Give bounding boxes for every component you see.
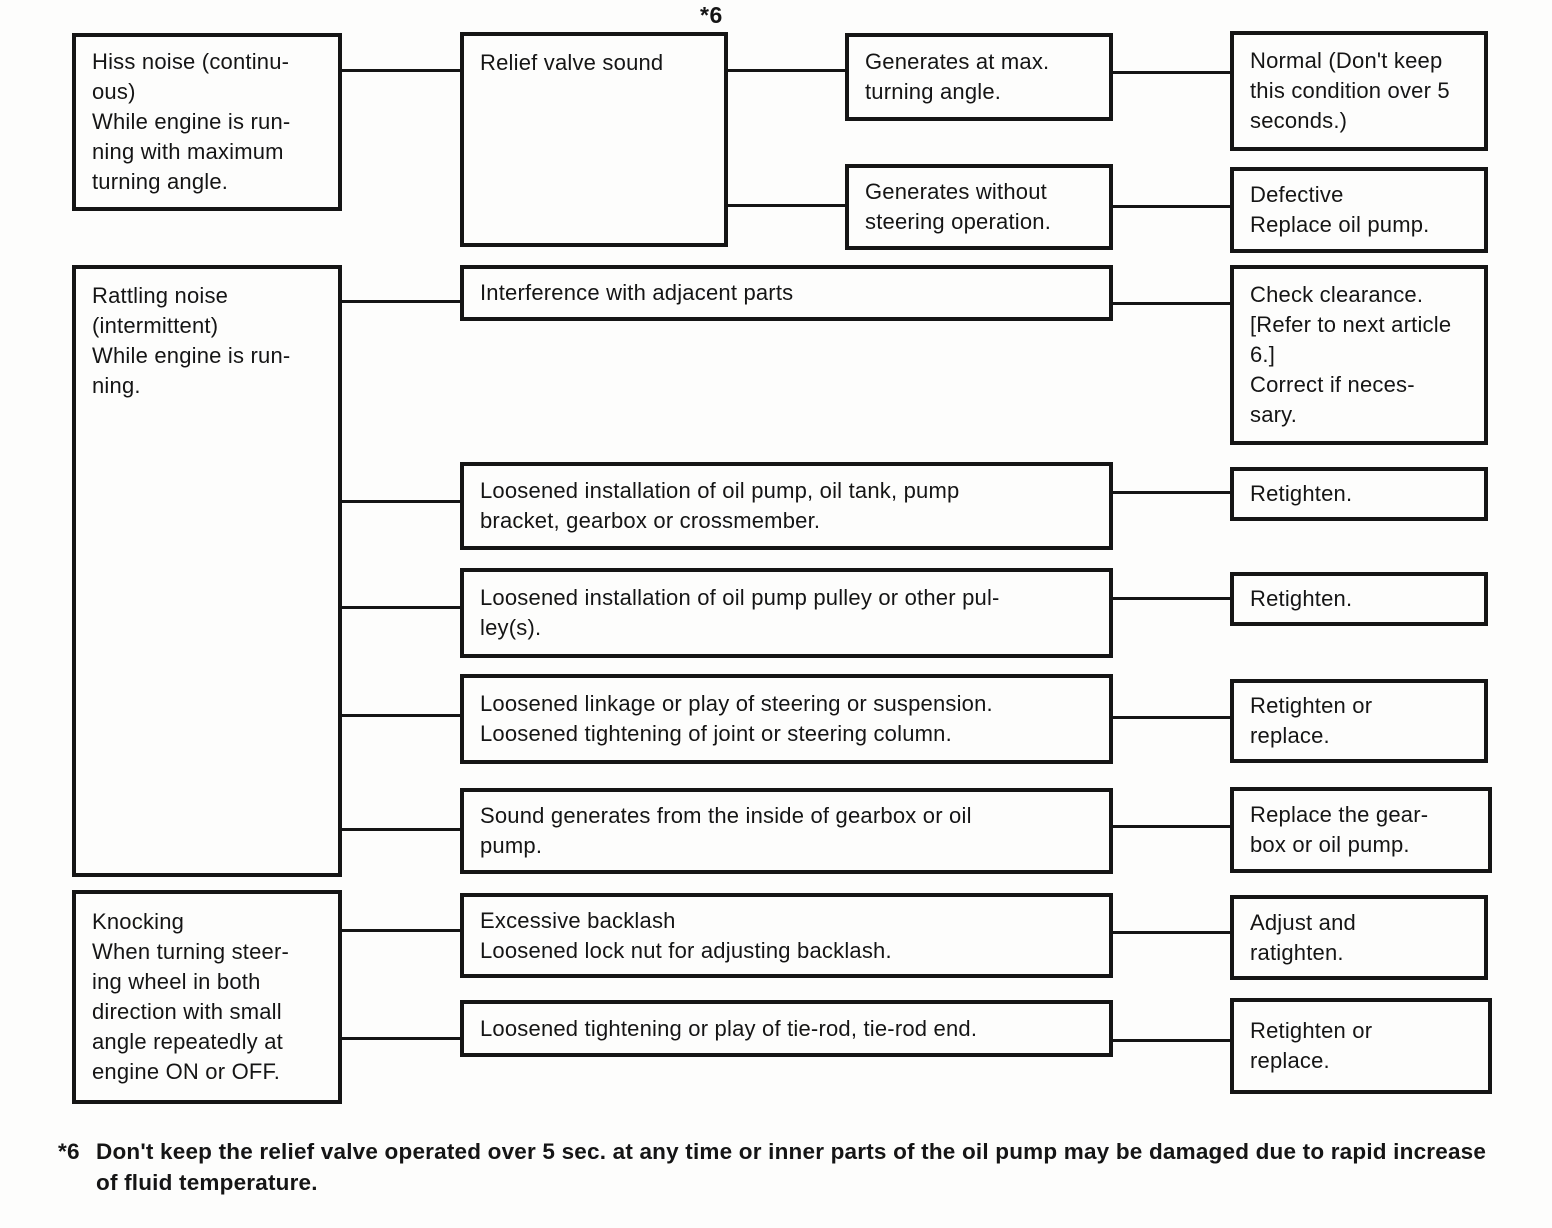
connector-line	[342, 69, 460, 72]
node-action-retighten-or-replace-1: Retighten or replace.	[1230, 679, 1488, 763]
connector-line	[342, 606, 460, 609]
connector-line	[342, 300, 460, 303]
connector-line	[1113, 205, 1230, 208]
node-action-retighten-1: Retighten.	[1230, 467, 1488, 521]
node-action-check-clearance: Check clearance. [Refer to next article …	[1230, 265, 1488, 445]
node-cause-relief-valve-sound: Relief valve sound	[460, 32, 728, 247]
connector-line	[1113, 1039, 1230, 1042]
connector-line	[342, 714, 460, 717]
footnote: *6 Don't keep the relief valve operated …	[58, 1136, 1528, 1198]
node-action-normal: Normal (Don't keep this condition over 5…	[1230, 31, 1488, 151]
node-cause-loosened-linkage: Loosened linkage or play of steering or …	[460, 674, 1113, 764]
node-action-adjust-and-ratighten: Adjust and ratighten.	[1230, 895, 1488, 980]
node-cause-loosened-tie-rod: Loosened tightening or play of tie-rod, …	[460, 1000, 1113, 1057]
footnote-text: Don't keep the relief valve operated ove…	[96, 1139, 1487, 1195]
connector-line	[1113, 597, 1230, 600]
connector-line	[728, 69, 845, 72]
node-cause-loosened-pump-mounting: Loosened installation of oil pump, oil t…	[460, 462, 1113, 550]
node-action-retighten-2: Retighten.	[1230, 572, 1488, 626]
connector-line	[342, 500, 460, 503]
node-symptom-hiss-noise: Hiss noise (continu- ous) While engine i…	[72, 33, 342, 211]
connector-line	[728, 204, 845, 207]
connector-line	[1113, 716, 1230, 719]
node-cause-interference-adjacent-parts: Interference with adjacent parts	[460, 265, 1113, 321]
connector-line	[342, 929, 460, 932]
connector-line	[1113, 491, 1230, 494]
node-symptom-knocking: Knocking When turning steer- ing wheel i…	[72, 890, 342, 1104]
node-action-defective-replace-oil-pump: Defective Replace oil pump.	[1230, 167, 1488, 253]
connector-line	[1113, 931, 1230, 934]
node-action-replace-gearbox-or-pump: Replace the gear- box or oil pump.	[1230, 787, 1492, 873]
node-action-retighten-or-replace-2: Retighten or replace.	[1230, 998, 1492, 1094]
connector-line	[1113, 302, 1230, 305]
node-cause-excessive-backlash: Excessive backlash Loosened lock nut for…	[460, 893, 1113, 978]
connector-line	[1113, 71, 1230, 74]
connector-line	[342, 828, 460, 831]
relief-valve-footnote-marker: *6	[700, 2, 723, 28]
connector-line	[342, 1037, 460, 1040]
node-condition-generates-at-max-angle: Generates at max. turning angle.	[845, 33, 1113, 121]
node-symptom-rattling-noise: Rattling noise (intermittent) While engi…	[72, 265, 342, 877]
node-cause-sound-inside-gearbox: Sound generates from the inside of gearb…	[460, 788, 1113, 874]
footnote-marker: *6	[58, 1139, 80, 1164]
node-cause-loosened-pulley: Loosened installation of oil pump pulley…	[460, 568, 1113, 658]
connector-line	[1113, 825, 1230, 828]
node-condition-generates-without-steering: Generates without steering operation.	[845, 164, 1113, 250]
